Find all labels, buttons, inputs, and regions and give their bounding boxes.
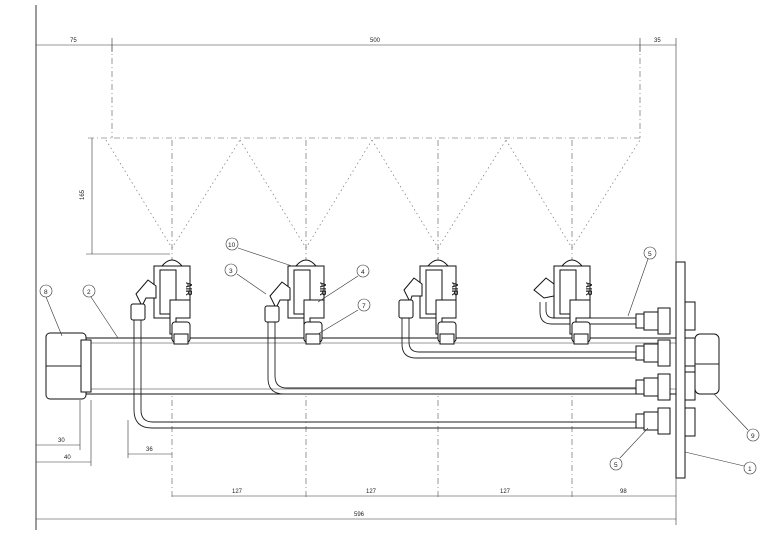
spray-cones <box>105 139 641 500</box>
nozzle-4: AIR <box>533 259 593 345</box>
air-tubes <box>133 302 636 429</box>
nozzle-3-label: AIR <box>450 282 459 296</box>
dim-pitch-2: 127 <box>366 489 377 495</box>
balloon-10: 10 <box>228 242 236 249</box>
balloon-2: 2 <box>87 289 91 296</box>
dim-last-offset: 98 <box>620 489 627 495</box>
nozzle-4-label: AIR <box>584 282 593 296</box>
dim-top-right: 35 <box>654 38 661 44</box>
top-dimension-chain: 75 500 35 <box>36 38 677 262</box>
dim-top-main: 500 <box>370 38 381 44</box>
dim-pitch-1: 127 <box>232 489 243 495</box>
inlet-nut <box>45 332 92 400</box>
dim-spray-height: 165 <box>80 189 86 200</box>
flange-plate <box>675 261 686 479</box>
dim-pitch-3: 127 <box>500 489 511 495</box>
dim-overall: 596 <box>354 512 365 518</box>
nozzle-1: AIR <box>130 259 193 345</box>
balloons: 8 2 3 10 4 7 5 5 9 1 <box>39 237 760 475</box>
dim-flange-30: 30 <box>58 438 65 444</box>
balloon-8: 8 <box>44 289 48 296</box>
bottom-dimensions: 30 40 36 127 127 127 98 596 <box>36 400 677 525</box>
spray-envelope <box>88 45 641 139</box>
manifold-pipe <box>84 337 678 395</box>
flange-fittings <box>635 307 671 435</box>
balloon-5-top: 5 <box>648 251 652 258</box>
spray-height-dimension: 165 <box>80 138 170 255</box>
dim-first-offset: 36 <box>146 447 153 453</box>
balloon-7: 7 <box>362 303 366 310</box>
balloon-5-bottom: 5 <box>614 462 618 469</box>
nozzle-3: AIR <box>398 259 459 345</box>
balloon-4: 4 <box>361 269 365 276</box>
dim-top-left: 75 <box>70 38 77 44</box>
balloon-9: 9 <box>751 433 755 440</box>
nozzle-2-label: AIR <box>318 282 327 296</box>
right-connectors <box>684 301 720 437</box>
nozzle-1-label: AIR <box>184 282 193 296</box>
nozzle-2: AIR <box>264 259 327 345</box>
balloon-1: 1 <box>748 466 752 473</box>
dim-flange-40: 40 <box>64 455 71 461</box>
balloon-3: 3 <box>229 268 233 275</box>
